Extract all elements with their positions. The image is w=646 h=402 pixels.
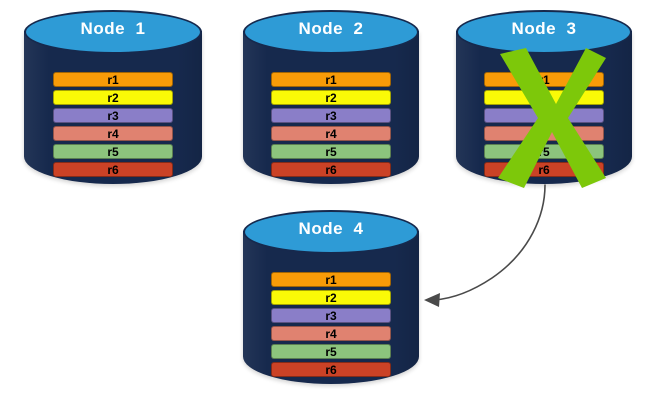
node-3[interactable]: Node 3 r1 r2 r3 r4 r5 r6 [456,10,632,184]
node-3-rows: r1 r2 r3 r4 r5 r6 [456,72,632,177]
node-4-cylinder-top [243,210,419,254]
node-3-cylinder-top [456,10,632,54]
row-bar[interactable]: r4 [271,126,391,141]
row-label: r1 [107,72,119,87]
row-label: r3 [325,308,337,323]
row-label: r2 [538,90,550,105]
node-1-rows: r1 r2 r3 r4 r5 r6 [24,72,202,177]
row-bar[interactable]: r2 [271,90,391,105]
row-bar[interactable]: r5 [53,144,173,159]
row-label: r1 [538,72,550,87]
row-bar[interactable]: r1 [53,72,173,87]
row-label: r6 [107,162,119,177]
node-1-cylinder-top [24,10,202,54]
row-label: r2 [325,90,337,105]
row-label: r2 [325,290,337,305]
row-label: r1 [325,72,337,87]
row-bar[interactable]: r3 [53,108,173,123]
row-bar[interactable]: r2 [484,90,604,105]
row-bar[interactable]: r4 [484,126,604,141]
row-label: r6 [325,362,337,377]
row-bar[interactable]: r4 [271,326,391,341]
row-label: r5 [538,144,550,159]
row-bar[interactable]: r6 [484,162,604,177]
row-label: r4 [325,326,337,341]
curved-arrow-icon [424,184,546,307]
row-label: r4 [538,126,550,141]
row-label: r2 [107,90,119,105]
node-2-cylinder-top [243,10,419,54]
node-2[interactable]: Node 2 r1 r2 r3 r4 r5 r6 [243,10,419,184]
row-label: r1 [325,272,337,287]
row-bar[interactable]: r2 [271,290,391,305]
row-bar[interactable]: r5 [484,144,604,159]
row-label: r3 [325,108,337,123]
row-bar[interactable]: r1 [271,72,391,87]
row-label: r3 [107,108,119,123]
row-label: r6 [325,162,337,177]
row-label: r6 [538,162,550,177]
node-2-rows: r1 r2 r3 r4 r5 r6 [243,72,419,177]
row-bar[interactable]: r5 [271,344,391,359]
row-bar[interactable]: r3 [271,308,391,323]
row-bar[interactable]: r4 [53,126,173,141]
node-4-rows: r1 r2 r3 r4 r5 r6 [243,272,419,377]
row-label: r4 [107,126,119,141]
row-label: r5 [325,144,337,159]
node-1[interactable]: Node 1 r1 r2 r3 r4 r5 r6 [24,10,202,184]
row-bar[interactable]: r1 [484,72,604,87]
row-bar[interactable]: r6 [271,162,391,177]
row-label: r5 [325,344,337,359]
row-bar[interactable]: r3 [484,108,604,123]
node-4[interactable]: Node 4 r1 r2 r3 r4 r5 r6 [243,210,419,384]
row-bar[interactable]: r6 [53,162,173,177]
row-bar[interactable]: r6 [271,362,391,377]
row-bar[interactable]: r5 [271,144,391,159]
row-bar[interactable]: r2 [53,90,173,105]
row-label: r3 [538,108,550,123]
row-label: r4 [325,126,337,141]
row-bar[interactable]: r1 [271,272,391,287]
row-bar[interactable]: r3 [271,108,391,123]
row-label: r5 [107,144,119,159]
